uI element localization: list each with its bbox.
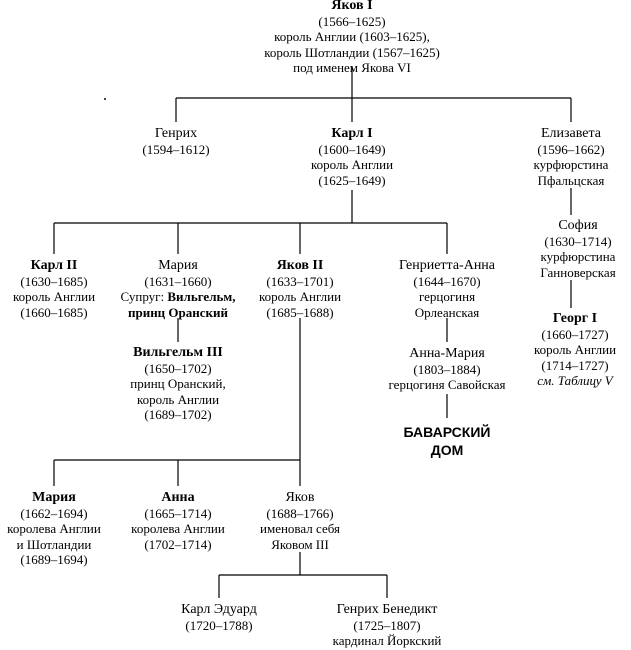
node-james-i: Яков I (1566–1625) король Англии (1603–1… [264,0,440,76]
charles-i-name: Карл I [331,126,373,141]
sophia-name: София [558,218,598,233]
james-i-name: Яков I [331,0,373,13]
william-iii-line1: принц Оранский, [130,376,226,391]
james-iii-line1: именовал себя [260,521,340,536]
henry-benedict-name: Генрих Бенедикт [336,602,438,617]
node-henry-benedict: Генрих Бенедикт (1725–1807) кардинал Йор… [333,602,442,649]
george-i-dates: (1660–1727) [541,326,609,342]
node-george-i: Георг I (1660–1727) король Англии (1714–… [534,311,616,389]
henry-benedict-line1: кардинал Йоркский [332,633,442,648]
node-james-ii: Яков II (1633–1701) король Англии (1685–… [259,258,341,320]
anne-name: Анна [161,490,195,505]
james-i-line2: король Шотландии (1567–1625) [264,44,440,60]
node-charles-i: Карл I (1600–1649) король Англии (1625–1… [311,126,393,188]
mary-ii-line3: (1689–1694) [20,552,88,567]
george-i-line1: король Англии [533,342,617,357]
charles-i-line1: король Англии [310,157,394,172]
elizabeth-name: Елизавета [540,126,602,141]
william-iii-line3: (1689–1702) [144,407,212,422]
james-iii-dates: (1688–1766) [266,505,334,521]
mary-ii-line1: королева Англии [7,521,101,536]
stray-dot [104,98,106,100]
mary-orange-spouse: Супруг: Вильгельм, [121,289,236,305]
spouse-name2: принц Оранский [127,304,228,320]
bavarian-line2: ДОМ [430,442,464,458]
henrietta-anne-dates: (1644–1670) [413,273,481,289]
spouse-prefix: Супруг: [120,289,168,304]
anne-dates: (1665–1714) [144,505,212,521]
charles-i-line2: (1625–1649) [318,172,386,188]
charles-ii-line2: (1660–1685) [20,304,88,320]
node-mary-ii: Мария (1662–1694) королева Англии и Шотл… [7,490,101,568]
sophia-dates: (1630–1714) [544,233,612,249]
james-i-line1: король Англии (1603–1625), [274,29,430,44]
james-i-dates: (1566–1625) [318,13,386,29]
spouse-name1: Вильгельм, [167,289,236,304]
charles-edward-name: Карл Эдуард [181,602,257,617]
sophia-line2: Ганноверская [540,264,616,280]
henry-dates: (1594–1612) [142,141,210,157]
anne-marie-line1: герцогиня Савойская [388,377,506,392]
james-ii-line1: король Англии [258,289,342,304]
anne-line2: (1702–1714) [144,536,212,552]
mary-orange-dates: (1631–1660) [144,273,212,289]
mary-ii-name: Мария [32,490,76,505]
node-anne-marie: Анна-Мария (1803–1884) герцогиня Савойск… [389,346,506,393]
node-henry: Генрих (1594–1612) [142,126,209,157]
charles-i-dates: (1600–1649) [318,141,386,157]
elizabeth-line1: курфюрстина [533,157,609,172]
james-i-line3: под именем Якова VI [293,60,411,75]
node-elizabeth: Елизавета (1596–1662) курфюрстина Пфальц… [534,126,609,188]
node-sophia: София (1630–1714) курфюрстина Ганноверск… [540,218,615,280]
mary-orange-name: Мария [158,258,198,273]
elizabeth-dates: (1596–1662) [537,141,605,157]
henry-benedict-dates: (1725–1807) [353,617,421,633]
bavarian-line1: БАВАРСКИЙ [403,424,491,440]
node-anne: Анна (1665–1714) королева Англии (1702–1… [131,490,225,552]
henrietta-anne-line1: герцогиня [418,289,476,304]
mary-ii-dates: (1662–1694) [20,505,88,521]
james-iii-name: Яков [285,490,315,505]
james-iii-line2: Яковом III [271,536,329,552]
george-i-name: Георг I [552,311,598,326]
william-iii-name: Вильгельм III [133,345,223,360]
james-ii-name: Яков II [276,258,324,273]
node-henrietta-anne: Генриетта-Анна (1644–1670) герцогиня Орл… [399,258,495,320]
sophia-line1: курфюрстина [540,249,616,264]
mary-ii-line2: и Шотландии [16,536,92,552]
george-i-line3: см. Таблицу V [537,373,613,388]
henry-name: Генрих [154,126,198,141]
charles-edward-dates: (1720–1788) [185,617,253,633]
charles-ii-line1: король Англии [12,289,96,304]
node-william-iii: Вильгельм III (1650–1702) принц Оранский… [130,345,225,423]
george-i-line2: (1714–1727) [541,357,609,373]
william-iii-line2: король Англии [136,391,220,407]
node-charles-ii: Карл II (1630–1685) король Англии (1660–… [13,258,95,320]
charles-ii-dates: (1630–1685) [20,273,88,289]
anne-line1: королева Англии [131,521,225,536]
elizabeth-line2: Пфальцская [537,172,605,188]
anne-marie-dates: (1803–1884) [413,361,481,377]
anne-marie-name: Анна-Мария [409,346,485,361]
henrietta-anne-name: Генриетта-Анна [398,258,496,273]
henrietta-anne-line2: Орлеанская [414,304,480,320]
james-ii-dates: (1633–1701) [266,273,334,289]
node-james-iii: Яков (1688–1766) именовал себя Яковом II… [260,490,340,552]
node-bavarian-house: БАВАРСКИЙ ДОМ [404,423,491,459]
node-mary-orange: Мария (1631–1660) Супруг: Вильгельм, при… [121,258,236,320]
node-charles-edward: Карл Эдуард (1720–1788) [181,602,257,633]
william-iii-dates: (1650–1702) [144,360,212,376]
charles-ii-name: Карл II [30,258,78,273]
james-ii-line2: (1685–1688) [266,304,334,320]
